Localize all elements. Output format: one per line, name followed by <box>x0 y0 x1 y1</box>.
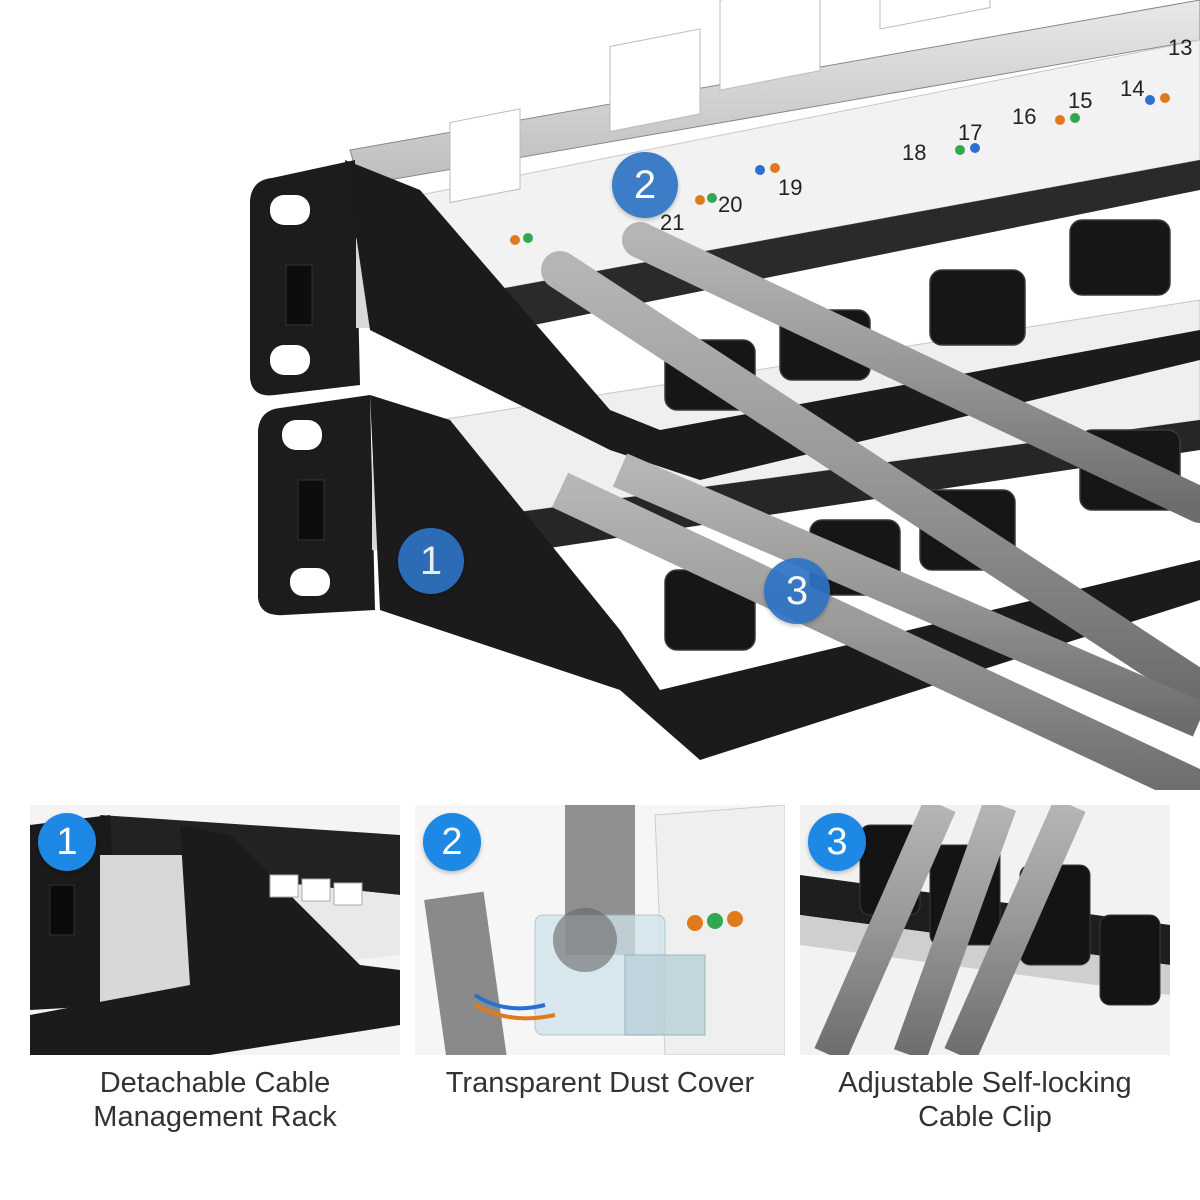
product-hero-image: 13 14 15 16 17 18 19 20 21 1 2 3 <box>250 0 1200 808</box>
feature-badge-1: 1 <box>38 813 96 871</box>
callout-badge-3: 3 <box>764 558 830 624</box>
feature-image-dust-cover: 2 <box>415 805 785 1055</box>
caption-line: Management Rack <box>93 1101 337 1133</box>
port-number: 14 <box>1120 76 1144 101</box>
port-number: 21 <box>660 210 684 235</box>
caption-line: Adjustable Self-locking <box>838 1067 1132 1099</box>
port-number: 16 <box>1012 104 1036 129</box>
port-number: 18 <box>902 140 926 165</box>
feature-image-cable-clip: 3 <box>800 805 1170 1055</box>
lower-cable-bracket <box>370 395 1200 760</box>
port-number: 15 <box>1068 88 1092 113</box>
feature-badge-2: 2 <box>423 813 481 871</box>
port-number: 13 <box>1168 35 1192 60</box>
feature-badge-3: 3 <box>808 813 866 871</box>
feature-image-detachable-rack: 1 <box>30 805 400 1055</box>
caption-line: Detachable Cable <box>99 1067 331 1099</box>
feature-caption-detachable-rack: Detachable Cable Management Rack <box>30 1066 400 1134</box>
caption-line: Cable Clip <box>918 1101 1052 1133</box>
feature-caption-cable-clip: Adjustable Self-locking Cable Clip <box>800 1066 1170 1134</box>
port-number: 19 <box>778 175 802 200</box>
port-number: 20 <box>718 192 742 217</box>
caption-line: Transparent Dust Cover <box>445 1067 755 1099</box>
port-number: 17 <box>958 120 982 145</box>
callout-badge-1: 1 <box>398 528 464 594</box>
callout-badge-2: 2 <box>612 152 678 218</box>
feature-caption-dust-cover: Transparent Dust Cover <box>415 1066 785 1100</box>
